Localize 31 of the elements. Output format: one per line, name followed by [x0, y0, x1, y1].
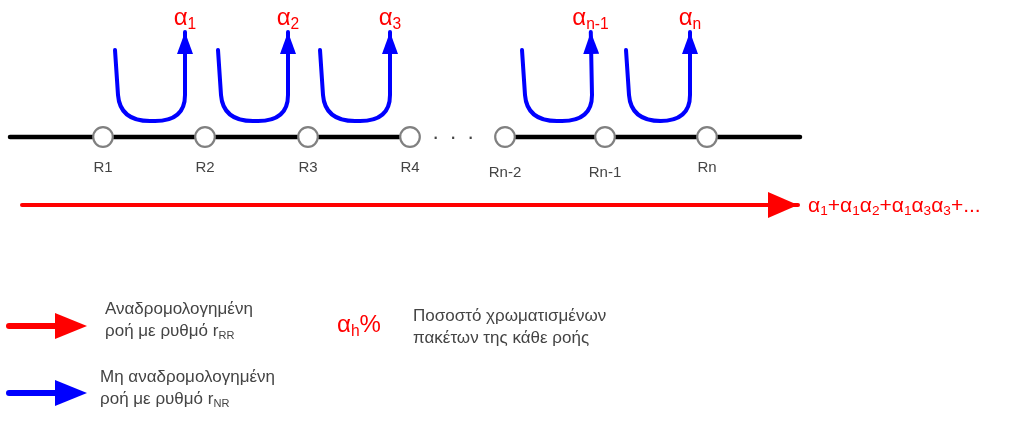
- flow-arrow: [520, 30, 600, 123]
- coefficient-symbol: α$_{h}$%: [337, 310, 381, 340]
- coefficient-label: α$_{n-1}$: [569, 2, 612, 32]
- coefficient-label: α$_{3}$: [370, 2, 410, 32]
- legend-text: Μη αναδρομολογημένη ροή με ρυθμό r$_{NR}$: [100, 366, 276, 411]
- flow-arrow: [216, 30, 296, 123]
- router-circle: [594, 126, 616, 148]
- legend-text: Αναδρομολογημένη ροή με ρυθμό r$_{RR}$: [105, 298, 254, 343]
- router-label: Rn-2: [487, 163, 523, 180]
- router-circle: [92, 126, 114, 148]
- coefficient-label: α$_{1}$: [165, 2, 205, 32]
- router-label: R1: [92, 158, 114, 175]
- router-label: R4: [399, 158, 421, 175]
- ellipsis-dots: · · ·: [432, 124, 477, 150]
- router-circle: [297, 126, 319, 148]
- flow-arrow: [624, 30, 698, 123]
- legend-description: Ποσοστό χρωματισμένων πακέτων της κάθε ροής: [413, 305, 608, 349]
- router-label: Rn: [696, 158, 718, 175]
- router-label: R2: [194, 158, 216, 175]
- router-circle: [696, 126, 718, 148]
- formula-label: α$_{1}$+α$_{1}$α$_{2}$+α$_{1}$α$_{3}$α$_{3}$+...: [808, 188, 1022, 222]
- router-label: R3: [297, 158, 319, 175]
- router-circle: [494, 126, 516, 148]
- flow-arrow: [20, 192, 800, 218]
- flow-arrow: [318, 30, 398, 123]
- router-circle: [399, 126, 421, 148]
- coefficient-label: α$_{n}$: [670, 2, 710, 32]
- coefficient-label: α$_{2}$: [268, 2, 308, 32]
- flow-arrow: [113, 30, 193, 123]
- router-circle: [194, 126, 216, 148]
- router-label: Rn-1: [587, 163, 623, 180]
